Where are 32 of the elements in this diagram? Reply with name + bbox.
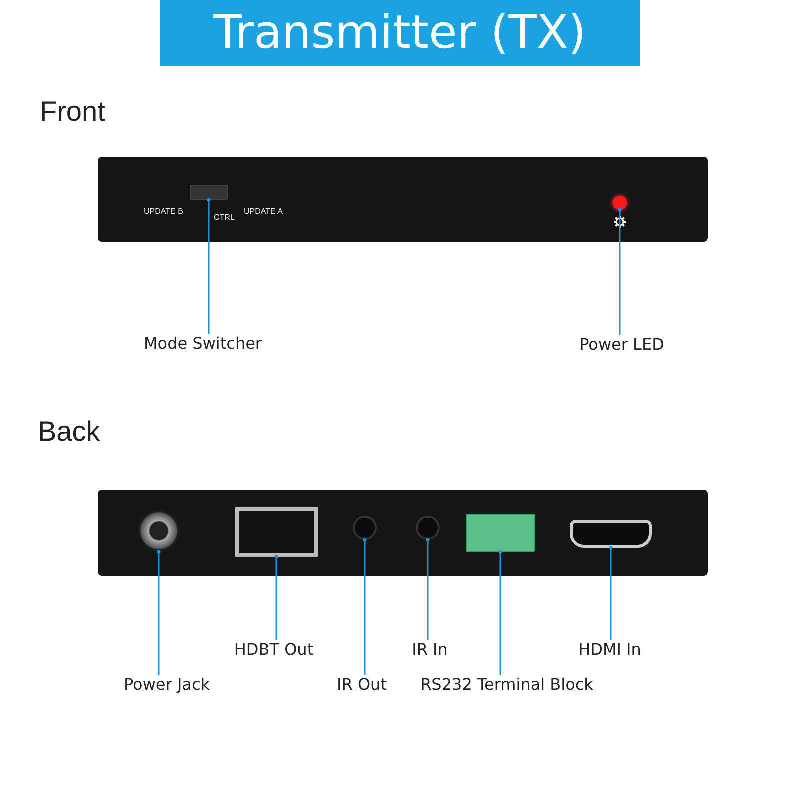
callout-label: Power Jack (124, 675, 210, 694)
switch-position-label: CTRL (214, 213, 235, 222)
section-heading: Back (38, 416, 100, 448)
leader-line (207, 198, 211, 334)
hdmi-port (570, 520, 652, 548)
switch-position-label: UPDATE B (144, 207, 184, 216)
leader-line (609, 546, 613, 640)
leader-line (157, 550, 161, 675)
back-panel-drawing (98, 490, 708, 576)
front-panel-drawing (98, 157, 708, 242)
section-heading: Front (40, 96, 106, 128)
callout-label: IR Out (337, 675, 387, 694)
led-indicator (613, 196, 627, 210)
leader-line (426, 538, 430, 640)
ethernet-port (235, 507, 318, 557)
callout-label: Mode Switcher (144, 334, 262, 353)
callout-label: RS232 Terminal Block (420, 675, 594, 694)
audio-jack (353, 516, 377, 540)
callout-label: HDMI In (578, 640, 642, 659)
leader-line (498, 550, 502, 675)
title-banner: Transmitter (TX) (160, 0, 640, 66)
callout-label: IR In (412, 640, 448, 659)
leader-line (618, 208, 622, 335)
dc-power-jack (138, 510, 180, 552)
callout-label: HDBT Out (234, 640, 314, 659)
audio-jack (416, 516, 440, 540)
switch-position-label: UPDATE A (244, 207, 283, 216)
leader-line (274, 555, 278, 640)
toggle-switch (190, 185, 228, 200)
callout-label: Power LED (580, 335, 664, 354)
leader-line (363, 538, 367, 675)
terminal-block (466, 514, 535, 552)
